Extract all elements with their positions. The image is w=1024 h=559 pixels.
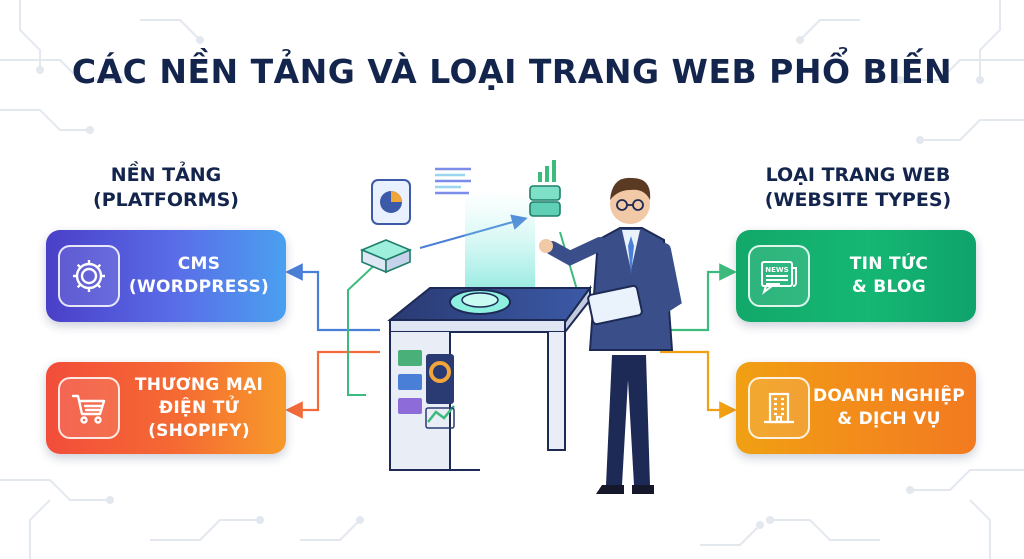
newspaper-icon-text: NEWS <box>765 266 788 274</box>
cms-label: CMS (WORDPRESS) <box>120 253 286 299</box>
business-label: DOANH NGHIỆP & DỊCH VỤ <box>810 385 976 431</box>
news-icon-box: NEWS <box>748 245 810 307</box>
news-label-line1: TIN TỨC <box>849 254 929 274</box>
website-types-heading-line1: LOẠI TRANG WEB <box>765 164 951 186</box>
platforms-heading-line1: NỀN TẢNG <box>110 164 222 186</box>
cms-icon-box <box>58 245 120 307</box>
floating-pie-chart-icon <box>371 179 411 225</box>
news-label: TIN TỨC & BLOG <box>810 253 976 299</box>
business-label-line2: & DỊCH VỤ <box>837 409 941 429</box>
presenter-person <box>539 177 682 494</box>
ecommerce-icon-box <box>58 377 120 439</box>
ecommerce-shopify-card[interactable]: THƯƠNG MẠI ĐIỆN TỬ (SHOPIFY) <box>46 362 286 454</box>
platforms-heading-line2: (PLATFORMS) <box>93 189 239 211</box>
floating-document-icon <box>435 167 471 195</box>
news-blog-card[interactable]: NEWS TIN TỨC & BLOG <box>736 230 976 322</box>
page-title: CÁC NỀN TẢNG VÀ LOẠI TRANG WEB PHỔ BIẾN <box>71 52 953 91</box>
dashboard-desk <box>387 284 592 471</box>
news-label-line2: & BLOG <box>851 277 927 297</box>
website-types-heading: LOẠI TRANG WEB (WEBSITE TYPES) <box>740 163 976 213</box>
ecommerce-label-line2: ĐIỆN TỬ <box>158 397 240 418</box>
cms-label-line2: (WORDPRESS) <box>128 277 270 297</box>
central-illustration <box>359 160 682 494</box>
business-icon-box <box>748 377 810 439</box>
floating-cube-icon <box>359 239 413 274</box>
business-services-card[interactable]: DOANH NGHIỆP & DỊCH VỤ <box>736 362 976 454</box>
ecommerce-label-line1: THƯƠNG MẠI <box>134 374 264 395</box>
cms-label-line1: CMS <box>177 254 221 274</box>
website-types-heading-line2: (WEBSITE TYPES) <box>764 189 952 211</box>
cms-wordpress-card[interactable]: CMS (WORDPRESS) <box>46 230 286 322</box>
business-label-line1: DOANH NGHIỆP <box>812 386 966 406</box>
server-stack-icon <box>529 185 561 217</box>
platforms-heading: NỀN TẢNG (PLATFORMS) <box>56 163 276 213</box>
ecommerce-label: THƯƠNG MẠI ĐIỆN TỬ (SHOPIFY) <box>120 374 286 443</box>
gear-icon <box>73 260 105 292</box>
newspaper-icon: NEWS <box>761 261 797 295</box>
office-building-icon <box>764 392 794 424</box>
ecommerce-label-line3: (SHOPIFY) <box>148 420 250 441</box>
shopping-cart-icon <box>71 394 106 424</box>
floating-bar-chart-icon <box>538 160 556 182</box>
